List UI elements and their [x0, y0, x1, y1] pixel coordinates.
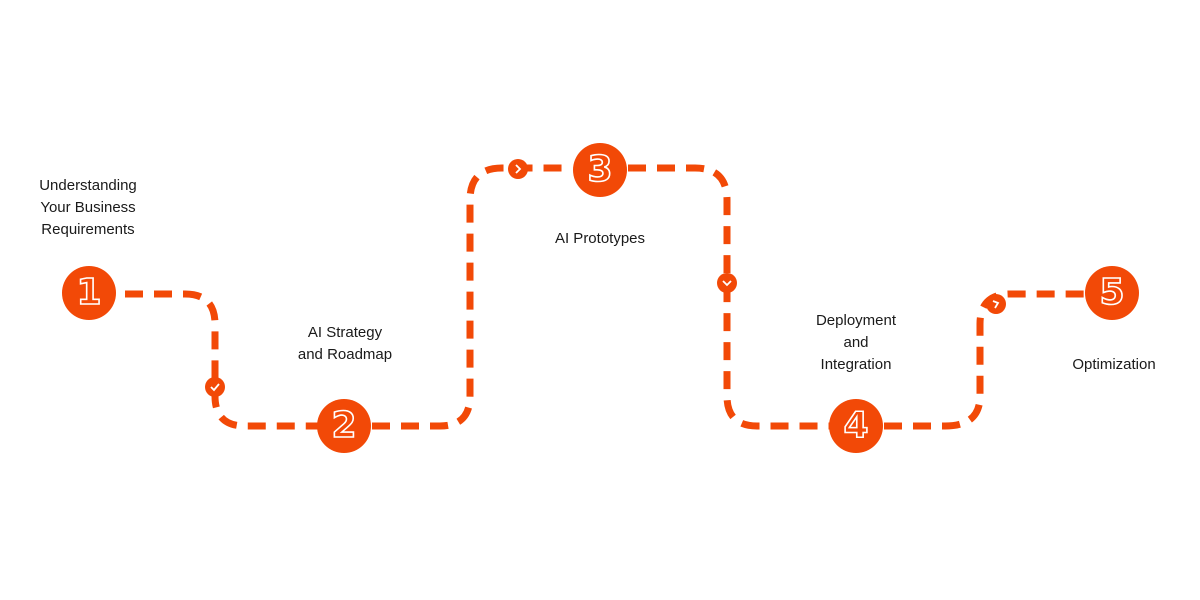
step-4-badge: 4 — [829, 399, 883, 453]
check-icon — [205, 377, 225, 397]
step-number: 4 — [843, 405, 870, 446]
chevron-down-icon — [717, 273, 737, 293]
step-number: 1 — [76, 272, 103, 313]
step-3-label: AI Prototypes — [554, 230, 646, 247]
step-number: 5 — [1099, 272, 1126, 313]
step-2-badge: 2 — [317, 399, 371, 453]
step-1-badge: 1 — [62, 266, 116, 320]
step-5-badge: 5 — [1085, 266, 1139, 320]
step-number: 2 — [331, 405, 358, 446]
chevron-right-icon — [508, 159, 528, 179]
step-3-badge: 3 — [573, 143, 627, 197]
step-5-label: Optimization — [1072, 356, 1156, 373]
chevron-right-icon — [986, 294, 1006, 314]
step-1-label: Understanding Your Business Requirements — [39, 177, 137, 238]
step-4-label: Deployment and Integration — [815, 312, 897, 373]
step-number: 3 — [587, 149, 614, 190]
step-2-label: AI Strategy and Roadmap — [297, 324, 393, 363]
